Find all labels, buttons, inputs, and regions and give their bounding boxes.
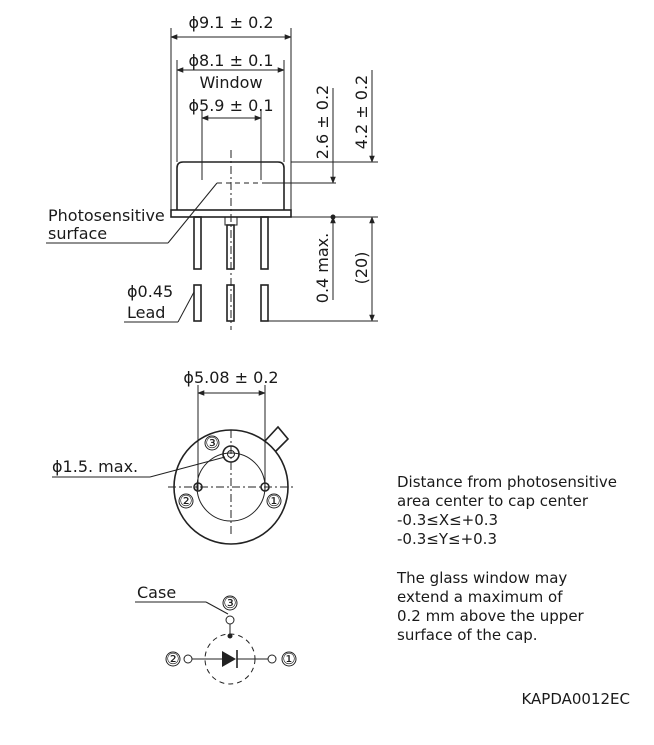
cap-height-label: 2.6 ± 0.2	[313, 85, 332, 159]
pin-diameter-label: ϕ1.5. max.	[52, 457, 138, 476]
pin-circle-label: ϕ5.08 ± 0.2	[183, 368, 278, 387]
lead-left	[193, 216, 202, 270]
lead-gap-label: 0.4 max.	[313, 233, 332, 303]
note-line-4: -0.3≤Y≤+0.3	[397, 530, 497, 548]
notes: Distance from photosensitive area center…	[396, 473, 617, 644]
total-height-label: 4.2 ± 0.2	[352, 75, 371, 149]
schematic-pin-1: ①	[282, 650, 295, 668]
note-line-6: extend a maximum of	[397, 588, 563, 606]
window-label: Window	[199, 73, 262, 92]
note-line-2: area center to cap center	[397, 492, 589, 510]
pin-1-label: ①	[267, 492, 280, 510]
schematic-pin-3: ③	[223, 594, 236, 612]
pin-2-label: ②	[179, 492, 192, 510]
outer-diameter-label: ϕ9.1 ± 0.2	[188, 13, 273, 32]
lead-length-label: (20)	[352, 252, 371, 285]
drawing-code: KAPDA0012EC	[521, 690, 630, 708]
bottom-view: ϕ5.08 ± 0.2 ③ ② ① ϕ1.5. max.	[52, 368, 294, 545]
note-line-8: surface of the cap.	[397, 626, 538, 644]
side-view: ϕ9.1 ± 0.2 ϕ8.1 ± 0.1 Window ϕ5.9 ± 0.1	[46, 13, 378, 330]
schematic-pin-2: ②	[166, 650, 179, 668]
index-tab	[264, 425, 290, 452]
photosensitive-label: Photosensitive	[48, 206, 165, 225]
note-line-1: Distance from photosensitive	[397, 473, 617, 491]
pin-3-label: ③	[205, 434, 218, 452]
diode-symbol	[222, 651, 236, 667]
window-inner-diameter-label: ϕ5.9 ± 0.1	[188, 96, 273, 115]
note-line-7: 0.2 mm above the upper	[397, 607, 585, 625]
lead-right	[260, 216, 269, 270]
lead-label: Lead	[127, 303, 165, 322]
case-label: Case	[137, 583, 176, 602]
schematic: Case ③ ② ①	[135, 583, 297, 685]
lead-center	[226, 224, 235, 270]
note-line-3: -0.3≤X≤+0.3	[397, 511, 498, 529]
surface-label: surface	[48, 224, 107, 243]
lead-diameter-label: ϕ0.45	[127, 282, 173, 301]
window-outer-diameter-label: ϕ8.1 ± 0.1	[188, 51, 273, 70]
note-line-5: The glass window may	[396, 569, 567, 587]
